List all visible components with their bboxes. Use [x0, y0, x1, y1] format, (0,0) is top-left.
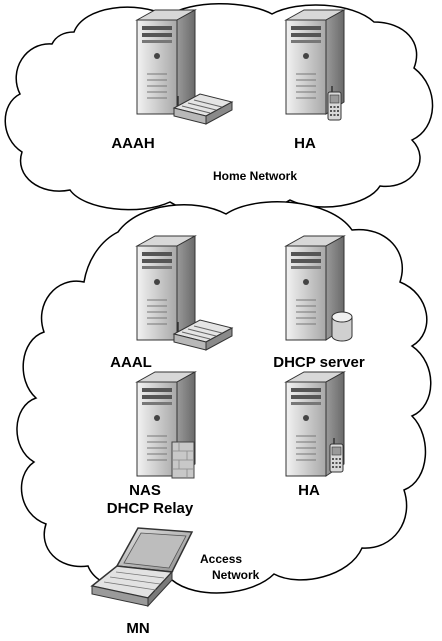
dhcp-server-label: DHCP server	[273, 354, 365, 371]
aaal-label: AAAL	[110, 354, 152, 371]
mobile-node-label: MN	[126, 620, 150, 637]
home-network-title: Home Network	[212, 169, 298, 183]
access-network-cloud	[16, 201, 432, 594]
dhcp-relay-label: DHCP Relay	[106, 500, 194, 517]
nas-server-icon	[136, 371, 196, 479]
access-network-title-line2: Network	[212, 568, 260, 582]
nas-label: NAS	[129, 482, 161, 499]
dhcp-server-icon	[285, 235, 353, 342]
access-ha-label: HA	[298, 482, 320, 499]
home-ha-label: HA	[294, 135, 316, 152]
aaah-label: AAAH	[111, 135, 155, 152]
access-network-title-line1: Access	[200, 552, 243, 566]
access-ha-server-icon	[285, 371, 345, 477]
laptop-icon	[90, 527, 194, 608]
home-ha-server-icon	[285, 9, 345, 121]
